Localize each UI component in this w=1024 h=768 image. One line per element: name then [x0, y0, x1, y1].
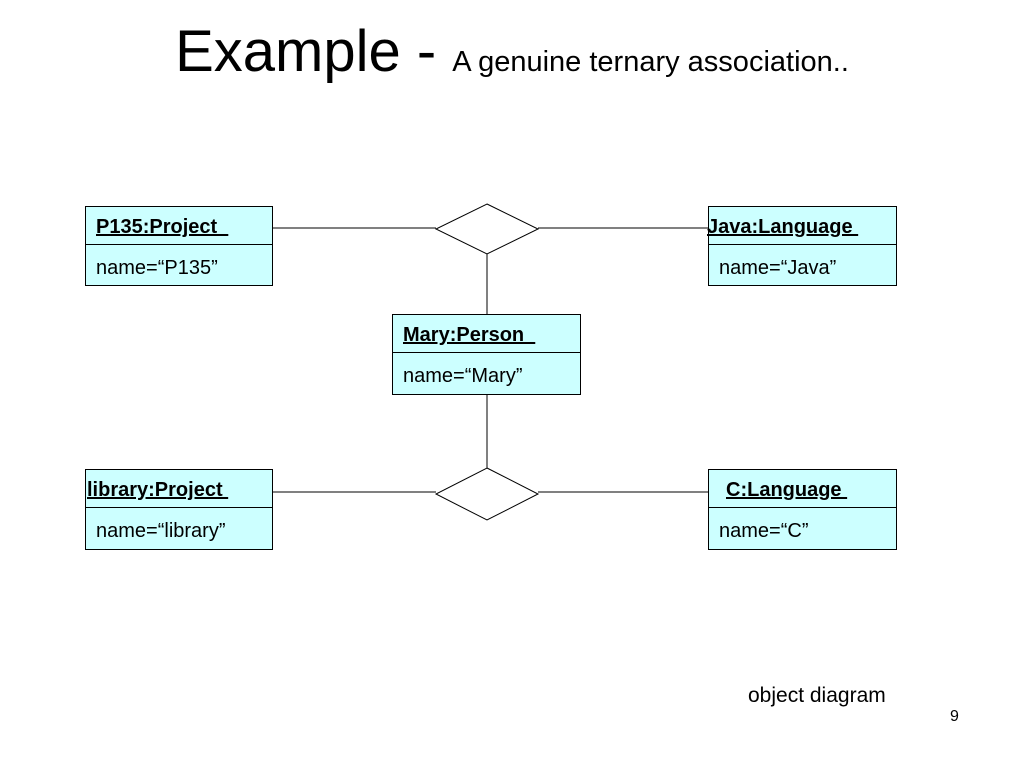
- object-attribute: name=“Mary”: [403, 365, 523, 387]
- object-name-compartment: [86, 470, 272, 508]
- object-name: C:Language: [726, 479, 848, 501]
- object-library-project: library:Project name=“library”: [85, 469, 273, 550]
- object-mary-person: Mary:Person name=“Mary”: [392, 314, 581, 395]
- object-name: library:Project: [87, 479, 229, 501]
- object-name: Mary:Person: [403, 324, 536, 346]
- ternary-association-diamond-top: [434, 203, 540, 255]
- object-p135-project: P135:Project name=“P135”: [85, 206, 273, 286]
- ternary-association-diamond-bottom: [434, 467, 540, 521]
- page-number: 9: [950, 708, 959, 725]
- diagram-type-label: object diagram: [748, 684, 886, 707]
- title-main: Example -: [175, 19, 453, 84]
- object-name-compartment: [86, 207, 272, 245]
- object-attribute: name=“Java”: [719, 257, 837, 279]
- object-attribute: name=“library”: [96, 520, 226, 542]
- object-java-language: Java:Language name=“Java”: [707, 206, 897, 286]
- object-attribute: name=“C”: [719, 520, 809, 542]
- object-name: P135:Project: [96, 216, 229, 238]
- object-name-compartment: [393, 315, 580, 353]
- object-name-compartment: [709, 207, 896, 245]
- object-name: Java:Language: [707, 216, 859, 238]
- title-subtitle: A genuine ternary association..: [452, 46, 849, 78]
- object-name-compartment: [709, 470, 896, 508]
- object-c-language: C:Language name=“C”: [708, 469, 897, 550]
- object-attribute: name=“P135”: [96, 257, 218, 279]
- slide-title: Example - A genuine ternary association.…: [0, 18, 1024, 85]
